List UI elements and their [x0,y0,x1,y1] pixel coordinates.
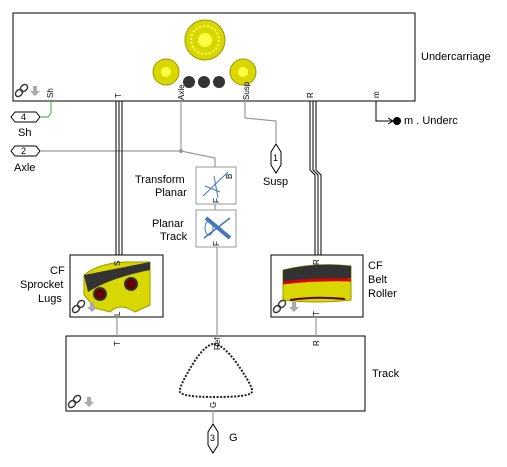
link-icon [14,83,29,98]
inport-2-shape[interactable] [10,145,41,157]
connport-1-number: 1 [273,153,279,163]
track-port-g: G [209,401,218,408]
down-arrow-icon [84,397,94,407]
port-m-label: m [372,91,381,98]
connection-lines [40,101,394,424]
track-block[interactable] [65,335,366,412]
belt-roller-icon [282,264,352,303]
down-arrow-icon [87,302,97,312]
inport-2-name: Axle [14,162,36,174]
port-axle-label: Axle [177,84,186,100]
connport-3-name: G [229,432,238,444]
cf-sprocket-port-s: S [113,260,122,266]
connport-1-name: Susp [263,176,289,188]
port-t-label: T [114,93,123,98]
cf-belt-label-3: Roller [368,288,397,300]
transform-port-f: F [212,198,221,203]
link-icon [67,394,82,409]
link-icon [71,299,86,314]
inport-2-number: 2 [21,146,27,156]
track-port-t: T [113,341,122,346]
transform-planar-label-1: Transform [135,174,185,186]
inport-4-shape[interactable] [10,111,41,123]
undercarriage-label: Undercarriage [421,51,491,63]
frame-axes-icon [202,171,229,199]
connport-3-number: 3 [210,433,216,443]
port-sh-label: Sh [46,88,55,98]
undercarriage-icon [152,19,257,88]
outport-name: m . Underc [404,115,458,127]
cf-sprocket-port-l: L [113,311,122,316]
sprocket-icon [83,261,151,313]
port-r-label: R [306,92,315,98]
planar-joint-icon [203,216,232,240]
cf-sprocket-label-1: CF [50,265,65,277]
port-susp-label: Susp [242,81,251,100]
outport-dot[interactable] [393,117,401,125]
transform-port-b: B [225,173,234,179]
link-icon [272,299,287,314]
cf-belt-label-2: Belt [368,274,387,286]
cf-belt-port-r: R [312,259,321,265]
planar-track-label-2: Track [160,231,188,243]
cf-sprocket-label-3: Lugs [38,293,62,305]
planar-track-label-1: Planar [152,218,184,230]
track-label: Track [372,368,400,380]
inport-4-number: 4 [21,112,27,122]
planar-track-port-f: F [212,241,221,246]
cf-belt-port-t: T [312,311,321,316]
cf-belt-label-1: CF [368,260,383,272]
track-loop-icon [178,342,254,399]
inport-4-name: Sh [18,127,32,139]
transform-planar-label-2: Planar [155,187,187,199]
track-port-r: R [312,340,321,346]
down-arrow-icon [289,302,299,312]
down-arrow-icon [30,86,40,96]
cf-sprocket-label-2: Sprocket [20,279,64,291]
track-port-ref: Ref [213,337,222,350]
